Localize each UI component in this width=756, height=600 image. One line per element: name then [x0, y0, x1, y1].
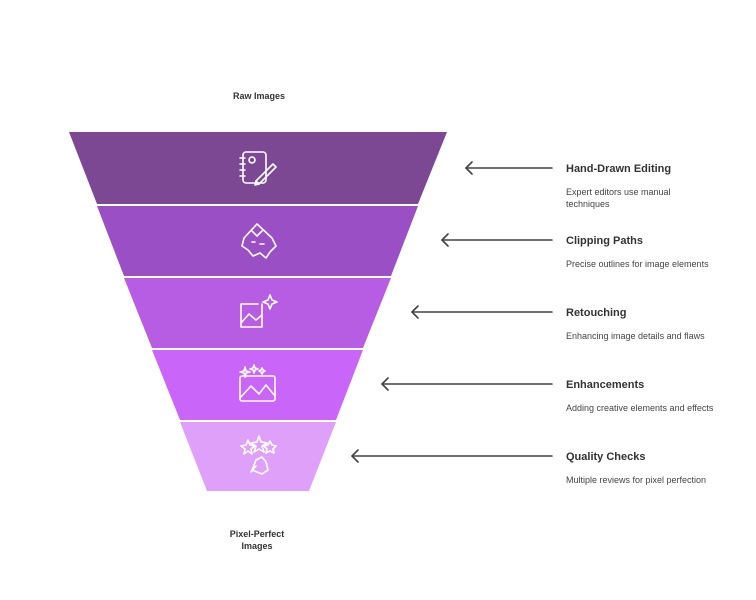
- image-stars-icon: [239, 364, 276, 402]
- stage-text-4: Enhancements Adding creative elements an…: [566, 378, 716, 414]
- funnel-stage-1: [69, 132, 447, 204]
- stage-arrows: [351, 161, 553, 463]
- stage-text-3: Retouching Enhancing image details and f…: [566, 306, 716, 342]
- funnel-top-label: Raw Images: [232, 91, 286, 101]
- stage-title: Quality Checks: [566, 451, 646, 463]
- funnel-band-4: [152, 350, 363, 420]
- funnel-bottom-label: Pixel-Perfect Images: [187, 528, 327, 552]
- stage-text-1: Hand-Drawn Editing Expert editors use ma…: [566, 162, 716, 210]
- stars-hand-icon: [240, 435, 277, 475]
- clipped-mountain-icon: [241, 223, 277, 259]
- image-sparkle-icon: [240, 294, 278, 328]
- stage-description: Expert editors use manual techniques: [566, 187, 671, 209]
- funnel-stage-2: [97, 206, 418, 276]
- arrow-icon: [381, 377, 553, 391]
- stage-title: Hand-Drawn Editing: [566, 163, 672, 175]
- bottom-label-line1: Pixel-Perfect: [229, 529, 285, 539]
- stage-description: Enhancing image details and flaws: [566, 331, 705, 341]
- stage-text-2: Clipping Paths Precise outlines for imag…: [566, 234, 716, 270]
- funnel-stage-4: [152, 350, 363, 420]
- stage-description: Adding creative elements and effects: [566, 403, 714, 413]
- stage-title: Retouching: [566, 307, 627, 319]
- stage-description: Multiple reviews for pixel perfection: [566, 475, 707, 485]
- funnel-band-2: [97, 206, 418, 276]
- stage-title: Clipping Paths: [566, 235, 643, 247]
- funnel-stage-5: [180, 422, 336, 491]
- funnel-stage-3: [124, 278, 391, 348]
- stage-description: Precise outlines for image elements: [566, 259, 709, 269]
- arrow-icon: [411, 305, 553, 319]
- arrow-icon: [351, 449, 553, 463]
- funnel-band-3: [124, 278, 391, 348]
- stage-text-5: Quality Checks Multiple reviews for pixe…: [566, 450, 716, 486]
- stage-title: Enhancements: [566, 379, 645, 391]
- notebook-pen-icon: [239, 151, 277, 186]
- arrow-icon: [441, 233, 553, 247]
- bottom-label-line2: Images: [241, 541, 273, 551]
- funnel-band-1: [69, 132, 447, 204]
- funnel-band-5: [180, 422, 336, 491]
- arrow-icon: [465, 161, 553, 175]
